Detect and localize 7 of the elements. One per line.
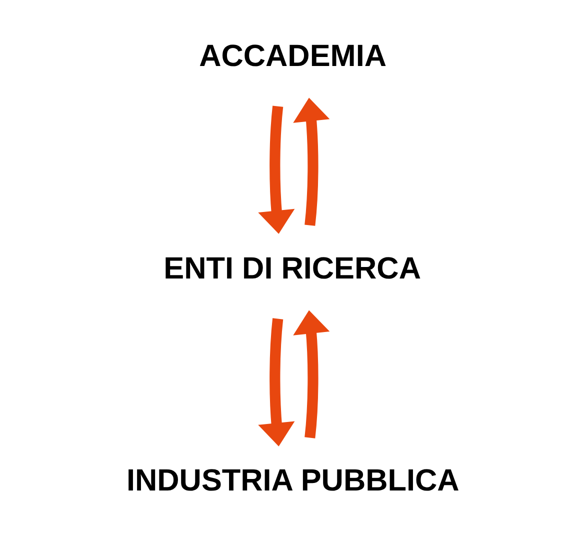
- node-text: ACCADEMIA: [199, 38, 387, 73]
- arrow: [258, 318, 295, 446]
- arrow: [258, 106, 295, 234]
- node-text: ENTI DI RICERCA: [164, 250, 421, 286]
- arrow: [293, 310, 330, 438]
- node-text: INDUSTRIA PUBBLICA: [126, 462, 460, 498]
- arrow: [293, 98, 330, 226]
